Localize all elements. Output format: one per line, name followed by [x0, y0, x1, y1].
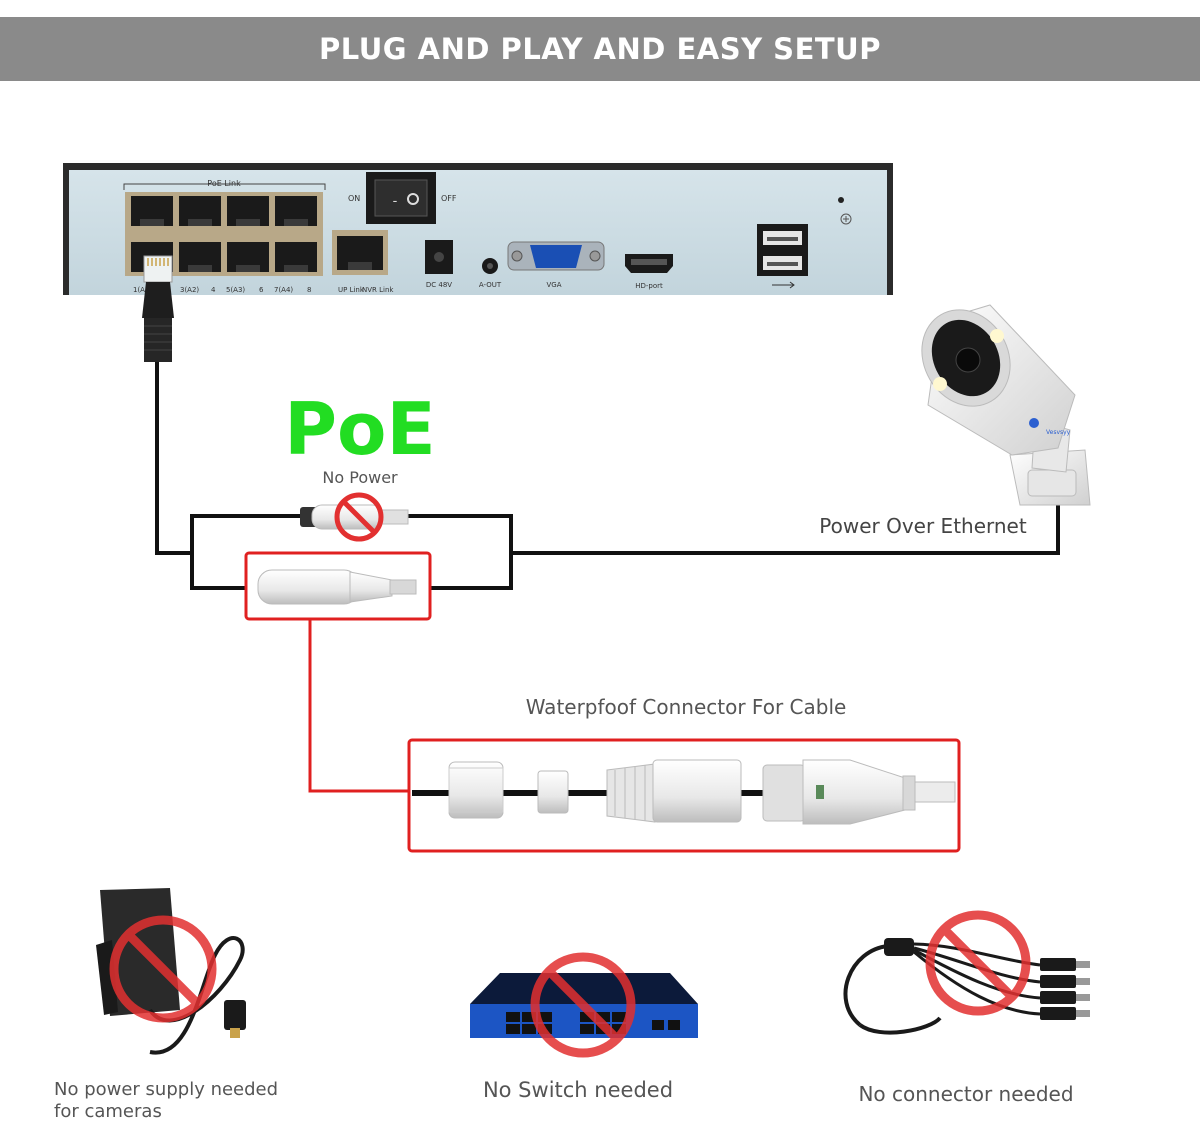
prohibit-icon	[530, 952, 636, 1058]
svg-text:7(A4): 7(A4)	[274, 286, 293, 294]
poe-logo: PoE	[284, 387, 435, 471]
svg-text:5(A3): 5(A3)	[226, 286, 245, 294]
hdmi-port: HD-port	[625, 254, 673, 290]
no-connector-label: No connector needed	[858, 1082, 1073, 1106]
poe-cable-label: Power Over Ethernet	[819, 514, 1027, 538]
vga-port: VGA	[507, 241, 605, 289]
ground-icon	[840, 213, 852, 225]
poe-link-label: PoE Link	[207, 179, 241, 188]
camera-brand: Vesvsyy	[1046, 429, 1071, 436]
nvr-back-panel: PoE Link	[63, 163, 893, 295]
header-banner: PLUG AND PLAY AND EASY SETUP	[0, 17, 1200, 81]
no-power-label: No Power	[322, 468, 398, 487]
bullet-camera: Vesvsyy	[921, 304, 1091, 506]
poe-port-labels: 1(A 3(A2) 4 5(A3) 6 7(A4) 8	[133, 286, 311, 294]
audio-out-port: A-OUT	[479, 258, 502, 289]
dc-jack: DC 48V	[425, 240, 453, 289]
svg-text:A-OUT: A-OUT	[479, 281, 502, 289]
red-link-line	[308, 619, 409, 793]
page-title: PLUG AND PLAY AND EASY SETUP	[319, 32, 881, 66]
switch-on-label: ON	[348, 194, 360, 203]
ethernet-plug	[142, 255, 174, 362]
prohibit-icon	[109, 915, 217, 1023]
svg-text:UP Link: UP Link	[338, 286, 365, 294]
svg-text:DC 48V: DC 48V	[426, 281, 452, 289]
waterproof-label: Waterpfoof Connector For Cable	[526, 695, 847, 719]
waterproof-connector-box	[407, 738, 961, 853]
svg-text:VGA: VGA	[546, 281, 561, 289]
usb-ports	[757, 224, 808, 289]
svg-text:HD-port: HD-port	[635, 282, 663, 290]
poe-connector-highlight	[244, 551, 432, 621]
svg-text:NVR Link: NVR Link	[362, 286, 394, 294]
uplink-port: UP Link NVR Link	[332, 230, 394, 294]
power-switch: - ON OFF	[348, 172, 457, 224]
svg-text:8: 8	[307, 286, 311, 294]
no-power-supply-label: No power supply needed	[54, 1079, 278, 1100]
prohibit-icon	[334, 492, 384, 542]
prohibit-icon	[925, 910, 1031, 1016]
no-switch-label: No Switch needed	[483, 1078, 673, 1102]
switch-off-label: OFF	[441, 194, 457, 203]
svg-text:3(A2): 3(A2)	[180, 286, 199, 294]
svg-text:4: 4	[211, 286, 216, 294]
svg-text:1(A: 1(A	[133, 286, 145, 294]
svg-text:6: 6	[259, 286, 264, 294]
led-dot	[838, 197, 844, 203]
svg-text:-: -	[393, 194, 398, 209]
no-power-supply-label-line2: for cameras	[54, 1101, 162, 1122]
